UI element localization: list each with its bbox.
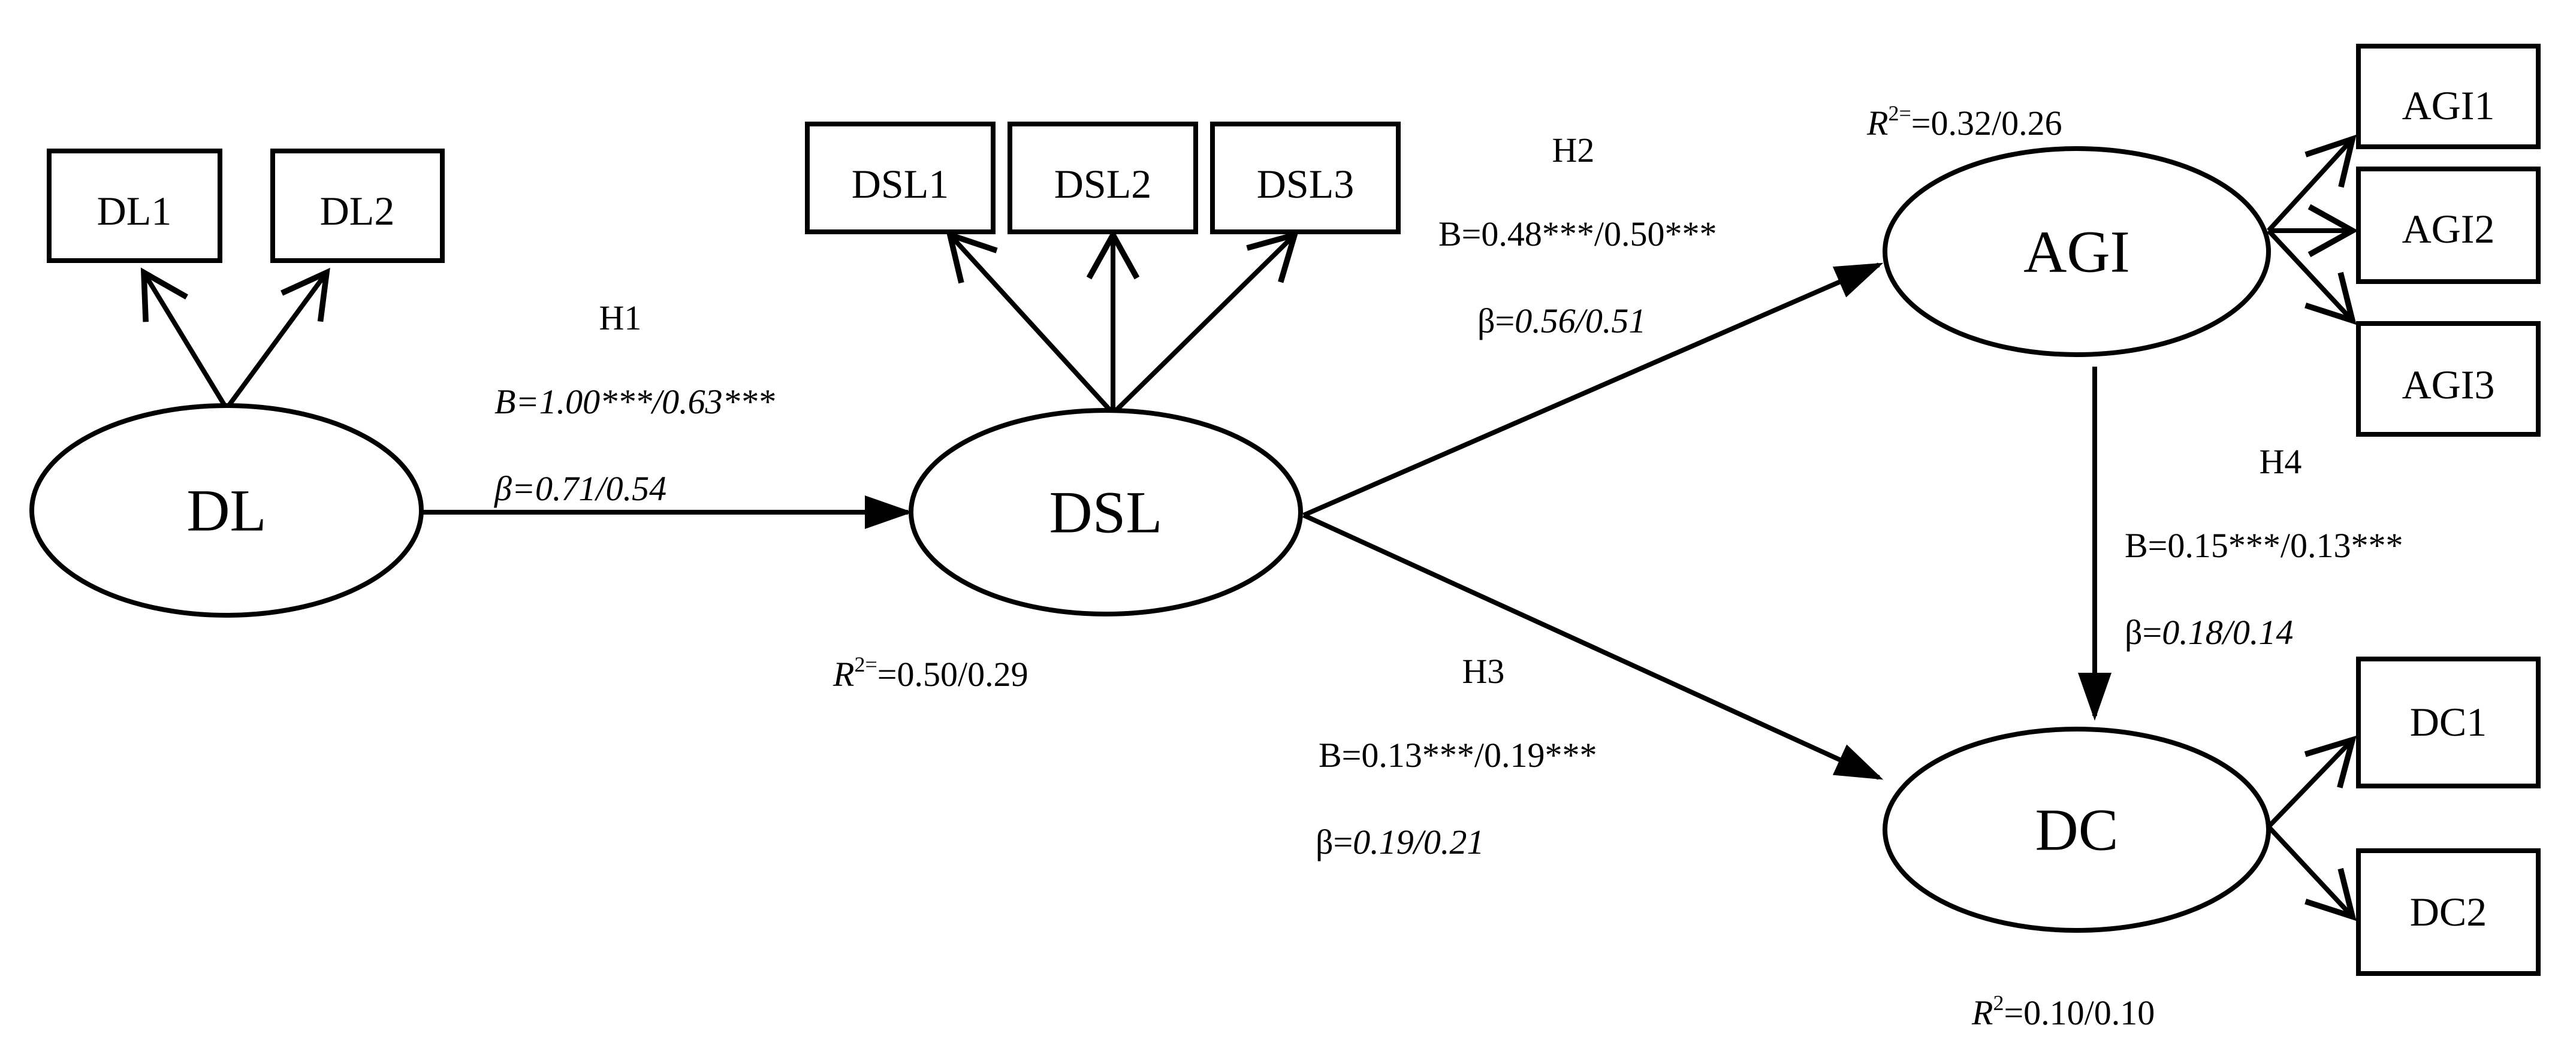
- indicator-dc1-label: DC1: [2410, 699, 2487, 745]
- indicator-agi2: AGI2: [2356, 167, 2541, 284]
- indicator-dsl2-label: DSL2: [1054, 161, 1151, 207]
- agi-to-agi3-arrow: [2267, 229, 2357, 325]
- r-squared-dc-symbol: R: [1971, 993, 1993, 1032]
- indicator-agi1-label: AGI1: [2402, 83, 2495, 128]
- dc-to-dc1-arrow: [2267, 735, 2357, 829]
- indicator-dsl1: DSL1: [805, 122, 996, 234]
- path-h2-label: H2: [1552, 131, 1595, 170]
- path-h3-label: H3: [1462, 652, 1505, 691]
- path-h4-beta-symbol: β=: [2125, 613, 2162, 652]
- r-squared-agi-value: =0.32/0.26: [1911, 104, 2062, 143]
- construct-dsl-label: DSL: [1049, 479, 1163, 546]
- path-h2-std-coef: β=0.56/0.51: [1477, 301, 1646, 340]
- path-h2-unstd-coef: B=0.48***/0.50***: [1438, 214, 1717, 253]
- path-h3-unstd-coef: B=0.13***/0.19***: [1319, 736, 1597, 775]
- construct-agi: AGI: [1883, 146, 2271, 357]
- path-h3-arrow: [1302, 513, 1884, 780]
- path-h2-beta-symbol: β=: [1477, 301, 1515, 340]
- indicator-dc2: DC2: [2356, 848, 2541, 976]
- r-squared-dsl: R2==0.50/0.29: [832, 652, 1028, 694]
- r-squared-agi: R2==0.32/0.26: [1866, 101, 2062, 143]
- path-h3-beta-symbol: β=: [1316, 823, 1353, 861]
- indicator-dl2-label: DL2: [320, 188, 395, 234]
- path-h4-beta-values: 0.18/0.14: [2162, 613, 2293, 652]
- path-h2-beta-values: 0.56/0.51: [1515, 301, 1646, 340]
- path-h1-unstd-coef: B=1.00***/0.63***: [494, 382, 775, 421]
- construct-dc: DC: [1883, 727, 2271, 933]
- construct-dsl: DSL: [909, 408, 1303, 616]
- r-squared-dc-value: =0.10/0.10: [2004, 993, 2155, 1032]
- construct-agi-label: AGI: [2023, 219, 2130, 285]
- indicator-dsl1-label: DSL1: [852, 161, 949, 207]
- dc-to-dc2-arrow: [2267, 825, 2357, 921]
- indicator-dc2-label: DC2: [2410, 889, 2487, 935]
- path-h3-std-coef: β=0.19/0.21: [1316, 823, 1484, 861]
- indicator-agi3-label: AGI3: [2402, 362, 2495, 407]
- path-h1-label: H1: [599, 298, 642, 337]
- path-h3-beta-values: 0.19/0.21: [1353, 823, 1484, 861]
- r-squared-agi-symbol: R: [1866, 104, 1888, 143]
- indicator-dc1: DC1: [2356, 657, 2541, 788]
- indicator-dsl3: DSL3: [1210, 122, 1401, 234]
- r-squared-dsl-symbol: R: [832, 655, 854, 694]
- dsl-to-dsl3-arrow: [1111, 231, 1299, 415]
- construct-dl: DL: [29, 403, 424, 618]
- indicator-dsl3-label: DSL3: [1257, 161, 1354, 207]
- indicator-dl1-label: DL1: [97, 188, 172, 234]
- indicator-dl1: DL1: [47, 149, 222, 263]
- r-squared-dsl-sup: 2=: [854, 652, 877, 676]
- indicator-agi1: AGI1: [2356, 44, 2541, 149]
- construct-dl-label: DL: [186, 477, 266, 544]
- path-h4-unstd-coef: B=0.15***/0.13***: [2125, 526, 2403, 565]
- indicator-dl2: DL2: [270, 149, 445, 263]
- path-h2-arrow: [1302, 262, 1884, 518]
- path-h4-std-coef: β=0.18/0.14: [2125, 613, 2293, 652]
- path-h4-label: H4: [2260, 442, 2302, 481]
- indicator-agi2-label: AGI2: [2402, 206, 2495, 252]
- dsl-to-dsl1-arrow: [946, 230, 1115, 415]
- agi-to-agi1-arrow: [2267, 134, 2357, 232]
- path-h1-std-coef: β=0.71/0.54: [494, 469, 666, 508]
- dl-to-dl2-arrow: [224, 268, 330, 410]
- indicator-dsl2: DSL2: [1008, 122, 1198, 234]
- dl-to-dl1-arrow: [140, 267, 229, 410]
- r-squared-agi-sup: 2=: [1888, 101, 1911, 125]
- indicator-agi3: AGI3: [2356, 321, 2541, 437]
- construct-dc-label: DC: [2035, 797, 2119, 863]
- r-squared-dc-sup: 2: [1993, 991, 2004, 1015]
- r-squared-dc: R2=0.10/0.10: [1971, 991, 2155, 1032]
- r-squared-dsl-value: =0.50/0.29: [877, 655, 1028, 694]
